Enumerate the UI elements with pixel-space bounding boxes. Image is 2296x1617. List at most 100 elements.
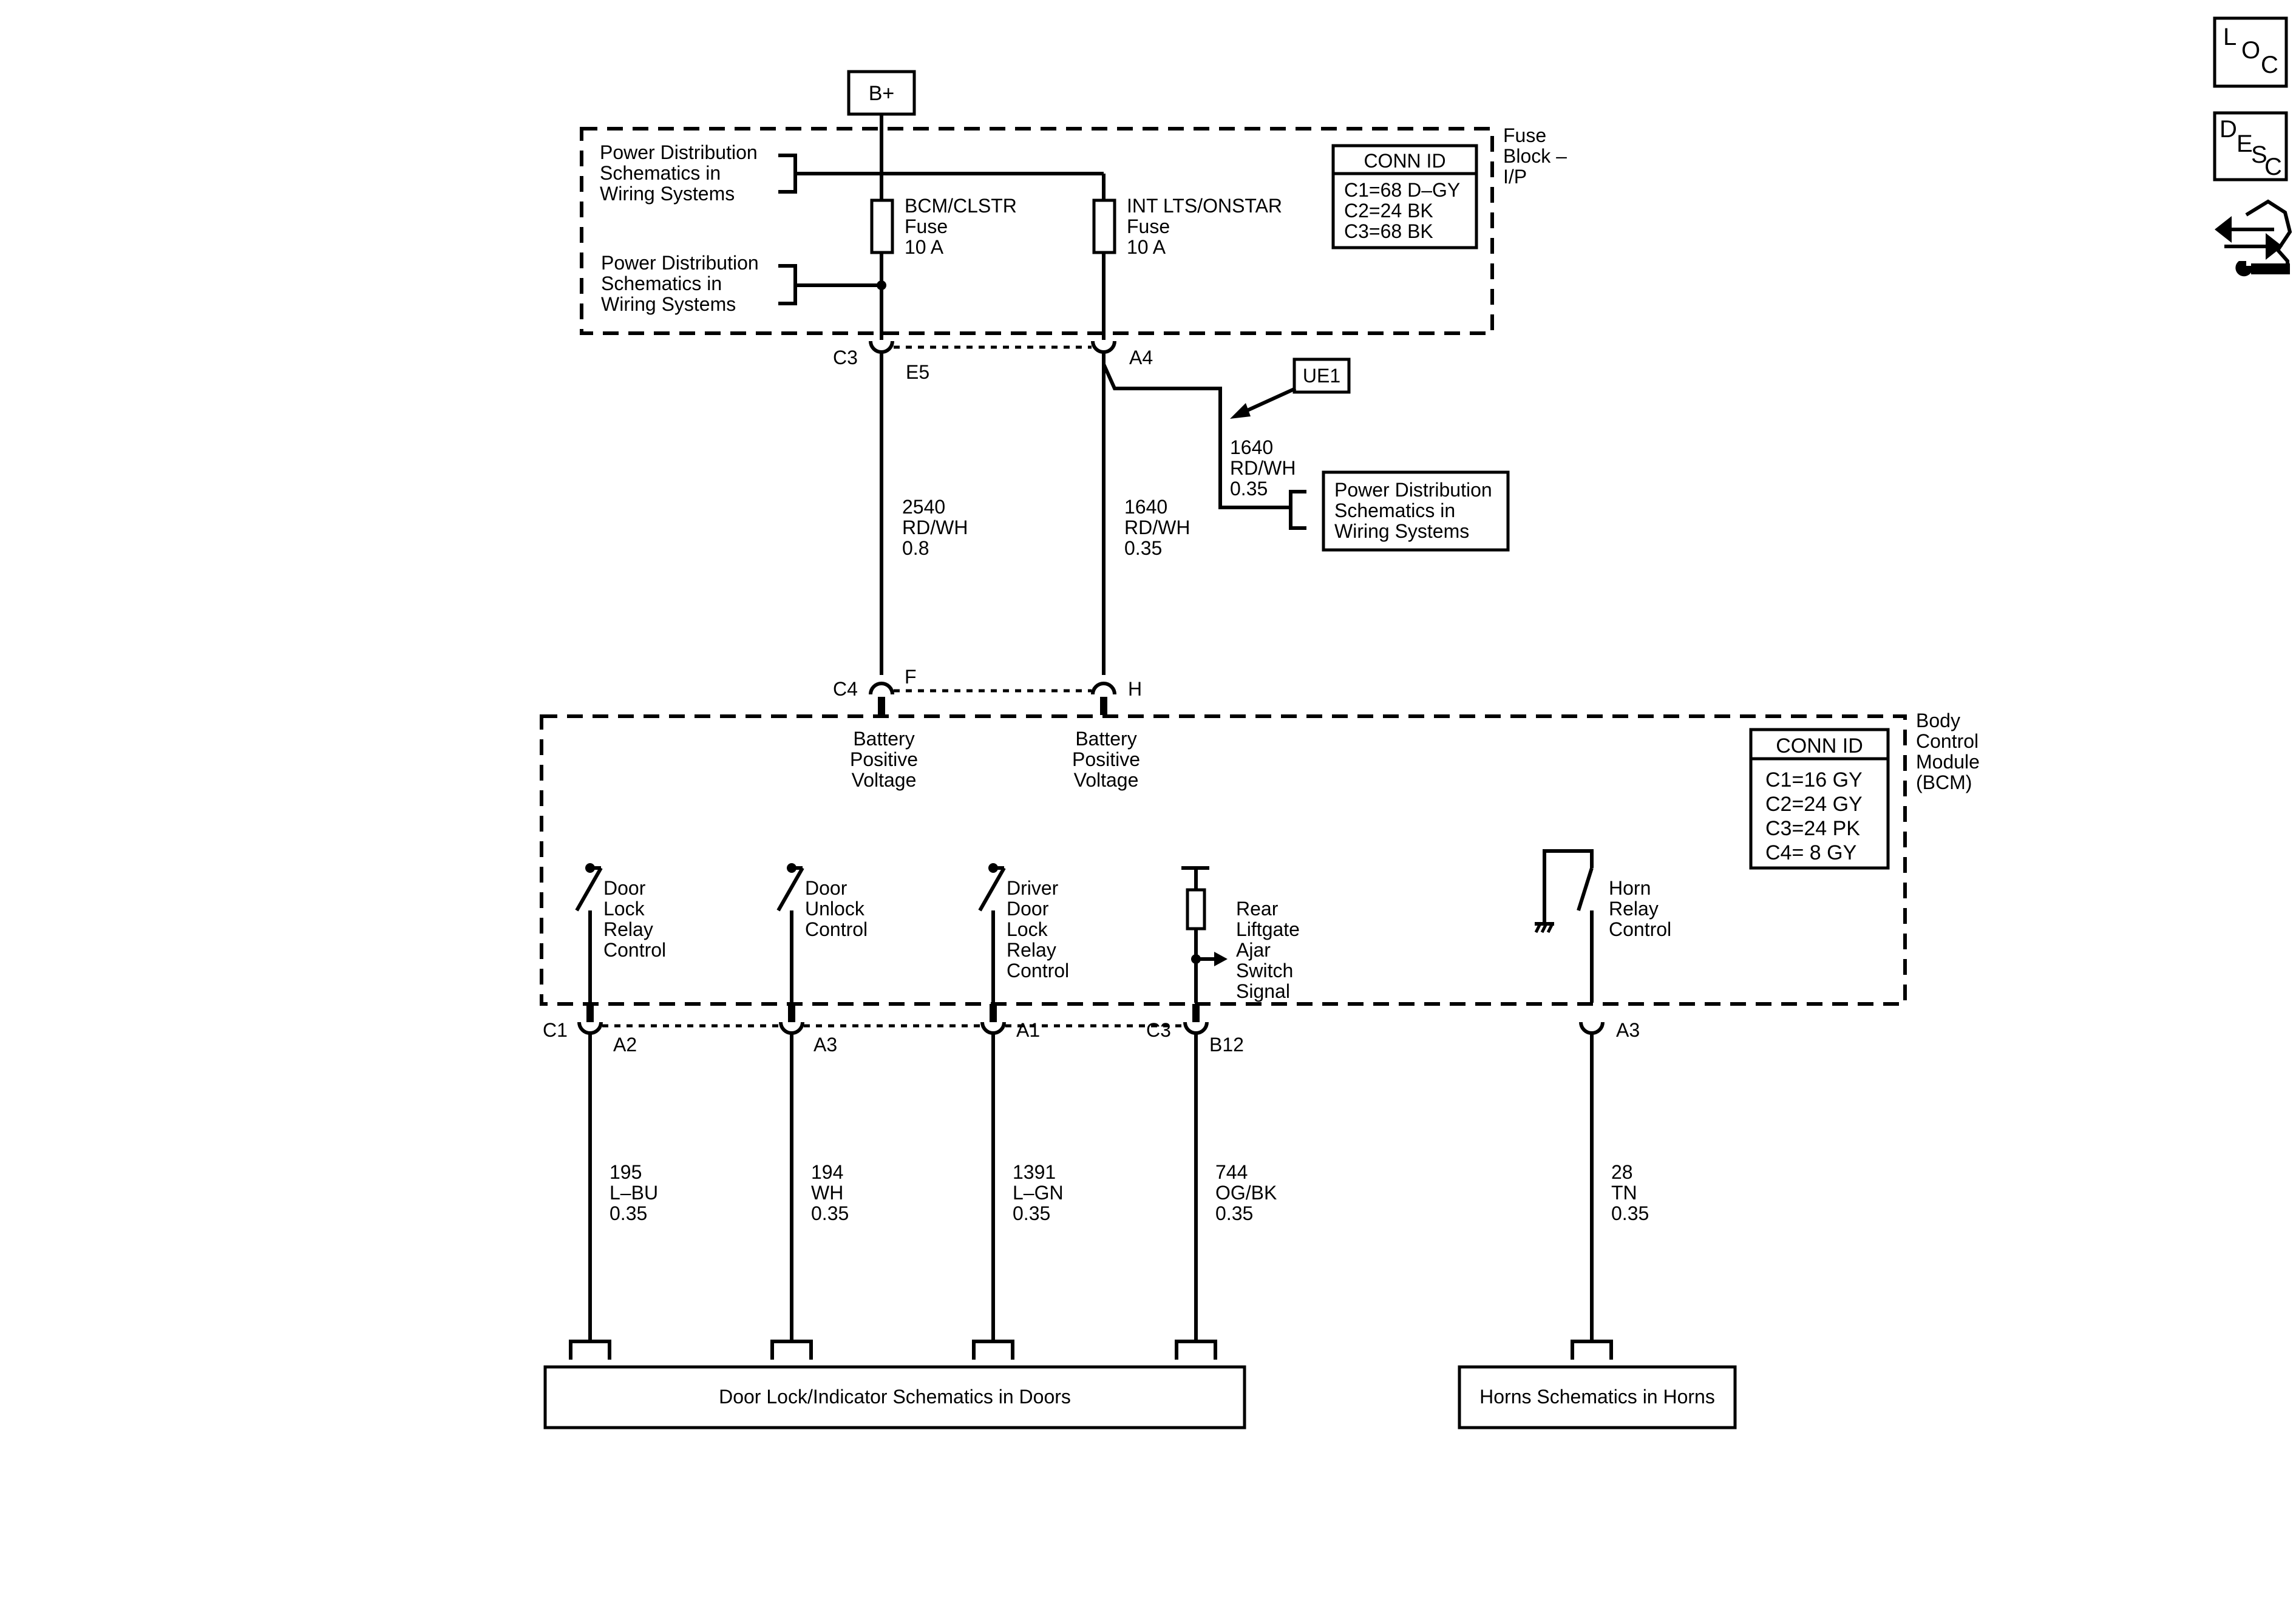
svg-text:Fuse: Fuse (905, 215, 948, 237)
svg-text:Relay: Relay (1007, 939, 1056, 961)
wire-1640-label: 1640 RD/WH 0.35 (1124, 496, 1190, 559)
svg-text:S: S (2251, 141, 2267, 168)
svg-text:10 A: 10 A (905, 236, 944, 258)
svg-text:Signal: Signal (1236, 980, 1290, 1002)
door-unlock-switch: Door Unlock Control (776, 863, 868, 1003)
svg-text:Door: Door (805, 877, 847, 899)
connector-c3-fuse-block: C3 E5 A4 (833, 341, 1153, 383)
svg-text:RD/WH: RD/WH (1230, 457, 1296, 479)
svg-text:1391: 1391 (1013, 1161, 1056, 1183)
svg-text:0.35: 0.35 (1013, 1202, 1050, 1224)
bcm-bottom-connectors: C1 A2 A3 A1 C3 B12 A3 (543, 1004, 1640, 1056)
fuse-block-conn-id: CONN ID C1=68 D–GY C2=24 BK C3=68 BK (1331, 144, 1478, 249)
svg-text:0.35: 0.35 (1611, 1202, 1649, 1224)
loc-icon[interactable]: L O C (2213, 16, 2288, 88)
driver-door-lock-switch: Driver Door Lock Relay Control (978, 863, 1069, 1003)
svg-text:A4: A4 (1129, 347, 1153, 368)
wire-194-label: 194 WH 0.35 (811, 1161, 849, 1224)
svg-text:C3: C3 (833, 347, 858, 368)
fuse-block-frame (580, 127, 1494, 335)
svg-text:L–GN: L–GN (1013, 1182, 1064, 1204)
svg-text:28: 28 (1611, 1161, 1633, 1183)
bpv-left-label: Battery Positive Voltage (850, 728, 918, 791)
svg-text:C4: C4 (833, 678, 858, 700)
svg-text:C1=68 D–GY: C1=68 D–GY (1344, 179, 1460, 201)
svg-text:C3=68 BK: C3=68 BK (1344, 220, 1433, 242)
power-distribution-ref-2: Power Distribution Schematics in Wiring … (601, 252, 886, 315)
svg-text:Relay: Relay (603, 918, 653, 940)
svg-text:Control: Control (1609, 918, 1671, 940)
svg-text:Control: Control (805, 918, 868, 940)
svg-text:WH: WH (811, 1182, 843, 1204)
svg-text:Block –: Block – (1503, 145, 1567, 167)
ue1-branch: UE1 1640 RD/WH 0.35 Power Distribution S… (1102, 358, 1510, 552)
svg-text:2540: 2540 (902, 496, 945, 518)
svg-text:Wiring Systems: Wiring Systems (601, 293, 736, 315)
svg-text:Wiring Systems: Wiring Systems (1334, 520, 1469, 542)
wire-2540-label: 2540 RD/WH 0.8 (902, 496, 968, 559)
svg-text:194: 194 (811, 1161, 843, 1183)
svg-text:CONN ID: CONN ID (1364, 150, 1445, 172)
svg-text:F: F (905, 666, 917, 688)
wire-1391-label: 1391 L–GN 0.35 (1013, 1161, 1064, 1224)
connector-c4-bcm: C4 F H (833, 666, 1142, 715)
svg-text:Switch: Switch (1236, 960, 1293, 981)
desc-icon[interactable]: D E S C (2213, 111, 2288, 181)
svg-text:Module: Module (1916, 751, 1980, 773)
svg-text:Positive: Positive (1072, 748, 1140, 770)
svg-text:C2=24 GY: C2=24 GY (1765, 793, 1863, 816)
svg-text:0.35: 0.35 (1215, 1202, 1253, 1224)
svg-text:A1: A1 (1016, 1019, 1040, 1041)
svg-text:OG/BK: OG/BK (1215, 1182, 1277, 1204)
svg-text:Relay: Relay (1609, 898, 1659, 920)
horn-relay-switch: Horn Relay Control (1534, 849, 1671, 1003)
svg-text:Schematics in: Schematics in (601, 273, 722, 294)
svg-text:Wiring Systems: Wiring Systems (600, 183, 735, 205)
fuse-int-lts-onstar-label: INT LTS/ONSTAR Fuse 10 A (1127, 195, 1282, 258)
svg-text:E5: E5 (906, 361, 929, 383)
ue1-label: UE1 (1303, 365, 1340, 387)
svg-text:C: C (2264, 154, 2282, 180)
horns-schematics-ref: Horns Schematics in Horns (1458, 1365, 1737, 1429)
svg-text:1640: 1640 (1230, 436, 1273, 458)
svg-text:0.35: 0.35 (811, 1202, 849, 1224)
svg-text:Door: Door (603, 877, 646, 899)
svg-text:Schematics in: Schematics in (600, 162, 721, 184)
svg-text:10 A: 10 A (1127, 236, 1166, 258)
svg-text:Voltage: Voltage (852, 769, 917, 791)
svg-text:Positive: Positive (850, 748, 918, 770)
wrench-arrows-icon[interactable] (2215, 199, 2292, 277)
svg-text:1640: 1640 (1124, 496, 1167, 518)
fuse-block-name: Fuse Block – I/P (1503, 124, 1567, 188)
bpv-right-label: Battery Positive Voltage (1072, 728, 1140, 791)
svg-text:C: C (2261, 52, 2278, 78)
fuse-bcm-clstr (870, 198, 894, 254)
svg-text:Power Distribution: Power Distribution (601, 252, 759, 274)
svg-text:Control: Control (603, 939, 666, 961)
svg-text:B12: B12 (1209, 1034, 1244, 1056)
svg-text:BCM/CLSTR: BCM/CLSTR (905, 195, 1017, 217)
svg-text:Door: Door (1007, 898, 1049, 920)
svg-text:0.35: 0.35 (1124, 537, 1162, 559)
door-lock-schematics-ref: Door Lock/Indicator Schematics in Doors (543, 1365, 1246, 1429)
svg-text:C3: C3 (1146, 1019, 1171, 1041)
svg-text:L: L (2223, 24, 2237, 50)
svg-text:C2=24 BK: C2=24 BK (1344, 200, 1433, 222)
supply-label: B+ (869, 82, 895, 105)
svg-text:Liftgate: Liftgate (1236, 918, 1300, 940)
svg-text:O: O (2241, 37, 2260, 64)
svg-text:Battery: Battery (1075, 728, 1136, 750)
svg-text:Control: Control (1007, 960, 1069, 981)
svg-text:Power Distribution: Power Distribution (1334, 479, 1492, 501)
svg-text:Power Distribution: Power Distribution (600, 141, 758, 163)
svg-text:E: E (2237, 131, 2253, 157)
svg-text:Lock: Lock (1007, 918, 1048, 940)
bcm-frame (540, 714, 1907, 1006)
svg-text:INT LTS/ONSTAR: INT LTS/ONSTAR (1127, 195, 1282, 217)
wire-28-label: 28 TN 0.35 (1611, 1161, 1649, 1224)
svg-text:Rear: Rear (1236, 898, 1279, 920)
svg-text:Control: Control (1916, 730, 1978, 752)
svg-text:CONN ID: CONN ID (1776, 734, 1863, 758)
svg-text:A2: A2 (613, 1034, 637, 1056)
